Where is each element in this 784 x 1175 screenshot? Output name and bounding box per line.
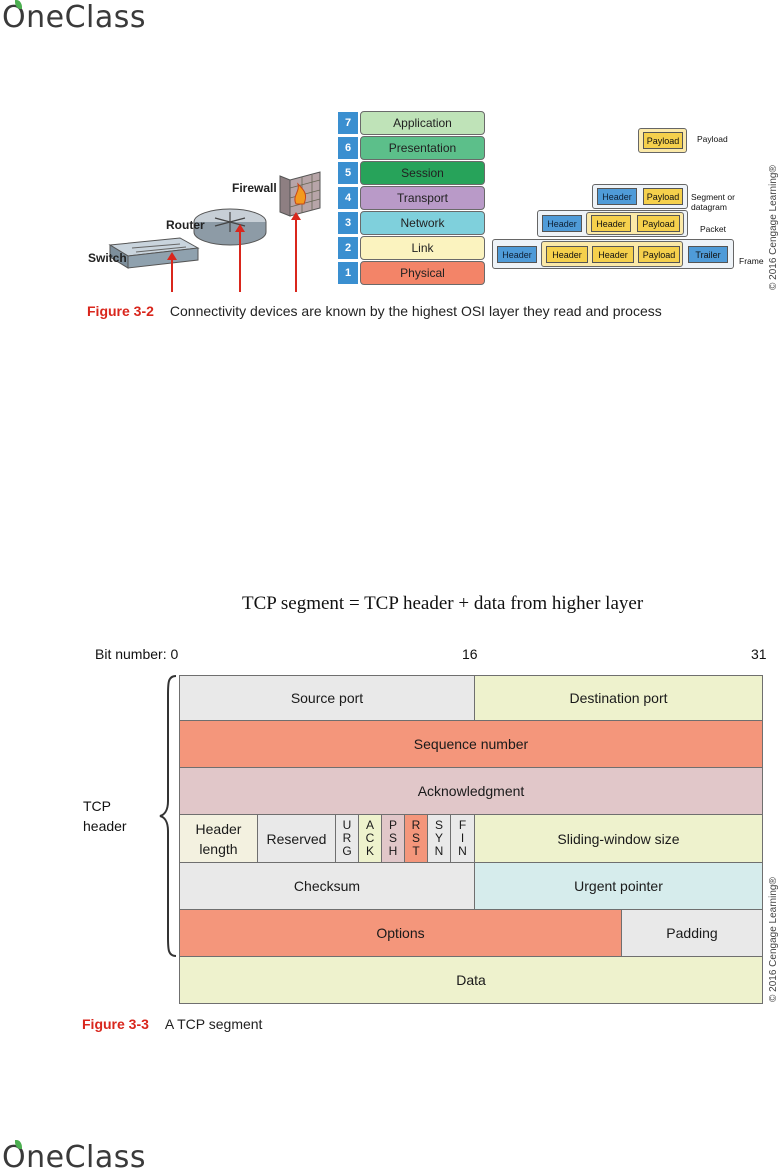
packet-inner-header: Header [591,215,631,232]
acknowledgment-field: Acknowledgment [179,767,763,815]
label-segment: Segment or datagram [691,192,735,212]
flag-fin: F I N [450,814,475,863]
packet-inner-payload: Payload [637,215,680,232]
bit-number-label: Bit number: 0 [95,646,179,662]
checksum-field: Checksum [179,862,475,910]
osi-layer-number: 7 [337,111,359,135]
osi-layer-application: Application [360,111,485,135]
osi-layer-link: Link [360,236,485,260]
flag-syn: S Y N [427,814,451,863]
device-label-firewall: Firewall [232,181,277,195]
arrow-switch-icon [167,252,177,292]
device-label-switch: Switch [88,251,127,265]
reserved-field: Reserved [257,814,336,863]
bit-31-label: 31 [751,646,767,662]
osi-layer-number: 3 [337,211,359,235]
osi-layer-network: Network [360,211,485,235]
sequence-number-field: Sequence number [179,720,763,768]
figure-3-3-text: A TCP segment [164,1016,263,1032]
sliding-window-field: Sliding-window size [474,814,763,863]
figure-3-2-number: Figure 3-2 [87,303,154,319]
tcp-header-label: TCP header [83,798,127,834]
flag-urg: U R G [335,814,359,863]
frame-inner-header-2: Header [592,246,634,263]
flag-psh: P S H [381,814,405,863]
osi-layer-presentation: Presentation [360,136,485,160]
packet-header: Header [542,215,582,232]
oneclass-logo-bottom: OneClass [2,1140,147,1175]
figure-3-2-text: Connectivity devices are known by the hi… [169,303,662,319]
leaf-icon [15,0,22,9]
header-brace-icon [159,675,177,957]
frame-inner-header-1: Header [546,246,588,263]
payload-box: Payload [643,132,683,149]
data-field: Data [179,956,763,1004]
leaf-icon [15,1140,22,1149]
osi-layer-number: 4 [337,186,359,210]
osi-layer-physical: Physical [360,261,485,285]
frame-inner-payload: Payload [638,246,680,263]
flag-rst: R S T [404,814,428,863]
label-packet: Packet [700,224,726,234]
label-payload: Payload [697,134,728,144]
arrow-router-icon [235,224,245,292]
osi-layer-number: 1 [337,261,359,285]
osi-layer-number: 5 [337,161,359,185]
source-port-field: Source port [179,675,475,721]
segment-header: Header [597,188,637,205]
destination-port-field: Destination port [474,675,763,721]
copyright-3-2: © 2016 Cengage Learning® [768,165,779,290]
padding-field: Padding [621,909,763,957]
label-frame: Frame [739,256,764,266]
osi-layer-number: 2 [337,236,359,260]
switch-icon [108,237,200,269]
flag-ack: A C K [358,814,382,863]
router-icon [193,208,267,246]
device-label-router: Router [166,218,205,232]
frame-trailer: Trailer [688,246,728,263]
frame-header: Header [497,246,537,263]
osi-layer-number: 6 [337,136,359,160]
figure-3-3-caption: Figure 3-3 A TCP segment [82,1016,262,1032]
segment-payload: Payload [643,188,683,205]
urgent-pointer-field: Urgent pointer [474,862,763,910]
header-length-field: Header length [179,814,258,863]
figure-3-3-number: Figure 3-3 [82,1016,149,1032]
copyright-3-3: © 2016 Cengage Learning® [768,877,779,1002]
figure-3-2-caption: Figure 3-2 Connectivity devices are known… [87,303,662,319]
firewall-icon [279,171,321,217]
osi-layer-transport: Transport [360,186,485,210]
oneclass-logo-top: OneClass [2,0,147,35]
devices-illustration [108,171,321,292]
tcp-segment-title: TCP segment = TCP header + data from hig… [242,593,644,614]
options-field: Options [179,909,622,957]
bit-16-label: 16 [462,646,478,662]
osi-layer-session: Session [360,161,485,185]
arrow-firewall-icon [291,212,301,292]
